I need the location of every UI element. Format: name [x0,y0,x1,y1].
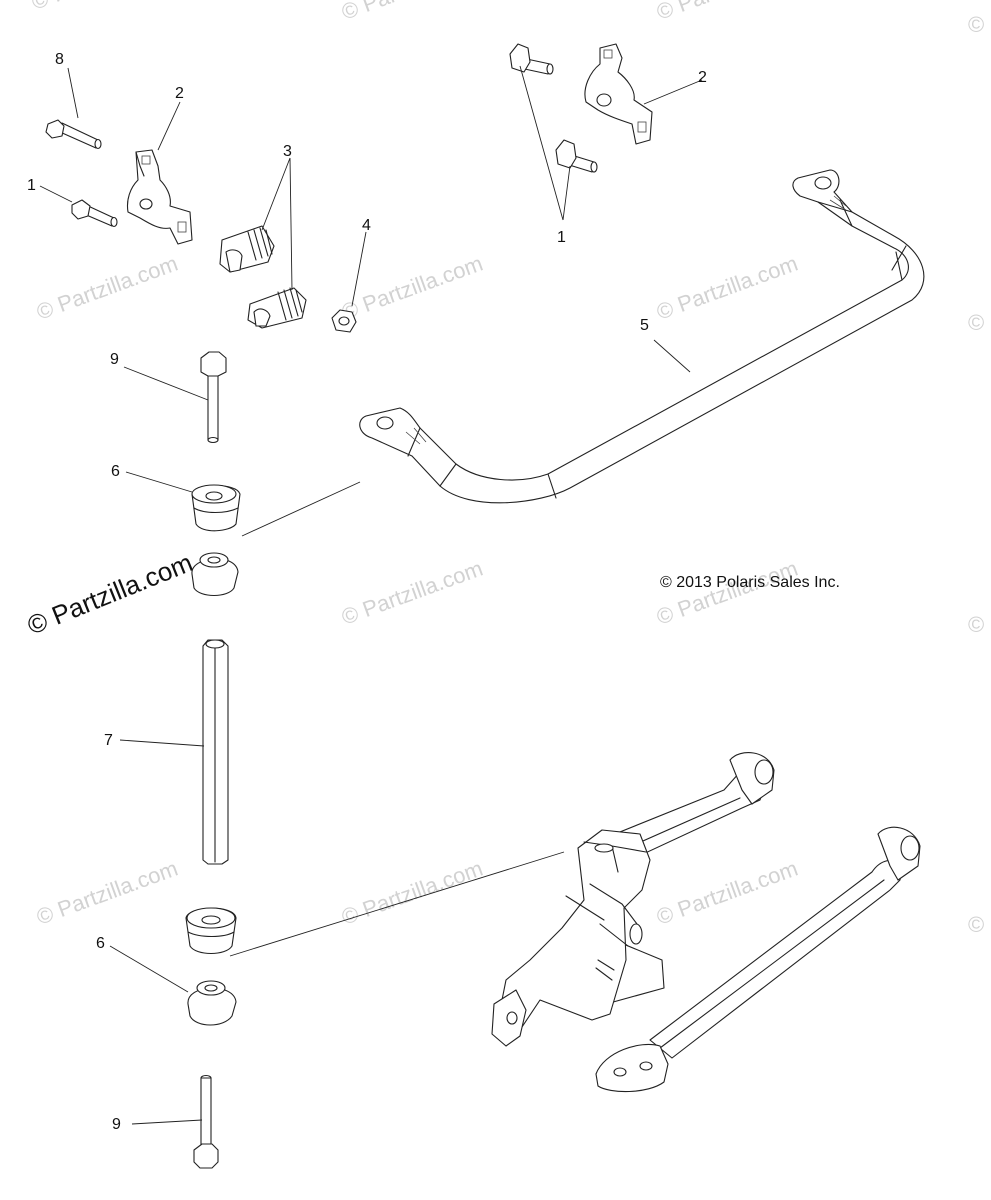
watermark-edge: © [968,612,984,637]
watermark: © Partzilla.com [338,0,486,25]
leader-lines [39,65,703,1125]
callout-8: 8 [55,51,64,68]
callout-3: 3 [283,143,292,160]
part-3-bushing-lower [247,287,307,329]
watermark-edge: © [968,912,984,937]
callout-6-lower: 6 [96,935,105,952]
part-6-bushing-upper-b [191,552,239,597]
part-2-clamp-left [126,149,193,245]
callout-7: 7 [104,732,113,749]
part-7-spacer-tube [202,639,229,865]
watermark-main: © Partzilla.com [23,547,197,640]
watermark: © Partzilla.com [653,556,801,630]
part-5-stabilizer-bar [359,169,925,504]
copyright-text: © 2013 Polaris Sales Inc. [660,574,840,591]
callout-4: 4 [362,217,371,234]
part-1-bolt-left [71,199,118,228]
watermark: © Partzilla.com [338,856,486,930]
callout-5: 5 [640,317,649,334]
part-1-bolt-right-upper [509,43,554,75]
callout-9-lower: 9 [112,1116,121,1133]
part-4-nut [331,309,357,333]
callout-numbers: 8 2 1 3 4 1 2 5 9 6 7 6 9 [27,51,707,1133]
watermark: © Partzilla.com [653,856,801,930]
callout-1-right: 1 [557,229,566,246]
part-1-bolt-right-lower [555,139,598,173]
part-6-bushing-upper-a [191,484,241,532]
part-2-clamp-right [584,43,653,145]
part-6-bushing-lower-a [185,907,237,955]
watermark-layer: © Partzilla.com © Partzilla.com © Partzi… [23,0,984,937]
trailing-arm-assembly [491,752,921,1093]
part-3-bushing-upper [219,225,275,273]
watermark: © Partzilla.com [653,0,801,25]
watermark-edge: © [968,310,984,335]
part-6-bushing-lower-b [187,980,237,1026]
callout-6-upper: 6 [111,463,120,480]
watermark-edge: © [968,12,984,37]
watermark: © Partzilla.com [33,856,181,930]
part-9-bolt-lower [193,1074,219,1169]
callout-1-left: 1 [27,177,36,194]
watermark: © Partzilla.com [33,251,181,325]
part-8-bolt [45,119,102,150]
watermark: © Partzilla.com [653,251,801,325]
watermark: © Partzilla.com [338,556,486,630]
watermark: © Partzilla.com [28,0,176,15]
part-9-bolt-upper [200,351,227,444]
callout-2-left: 2 [175,85,184,102]
callout-9-upper: 9 [110,351,119,368]
callout-2-right: 2 [698,69,707,86]
